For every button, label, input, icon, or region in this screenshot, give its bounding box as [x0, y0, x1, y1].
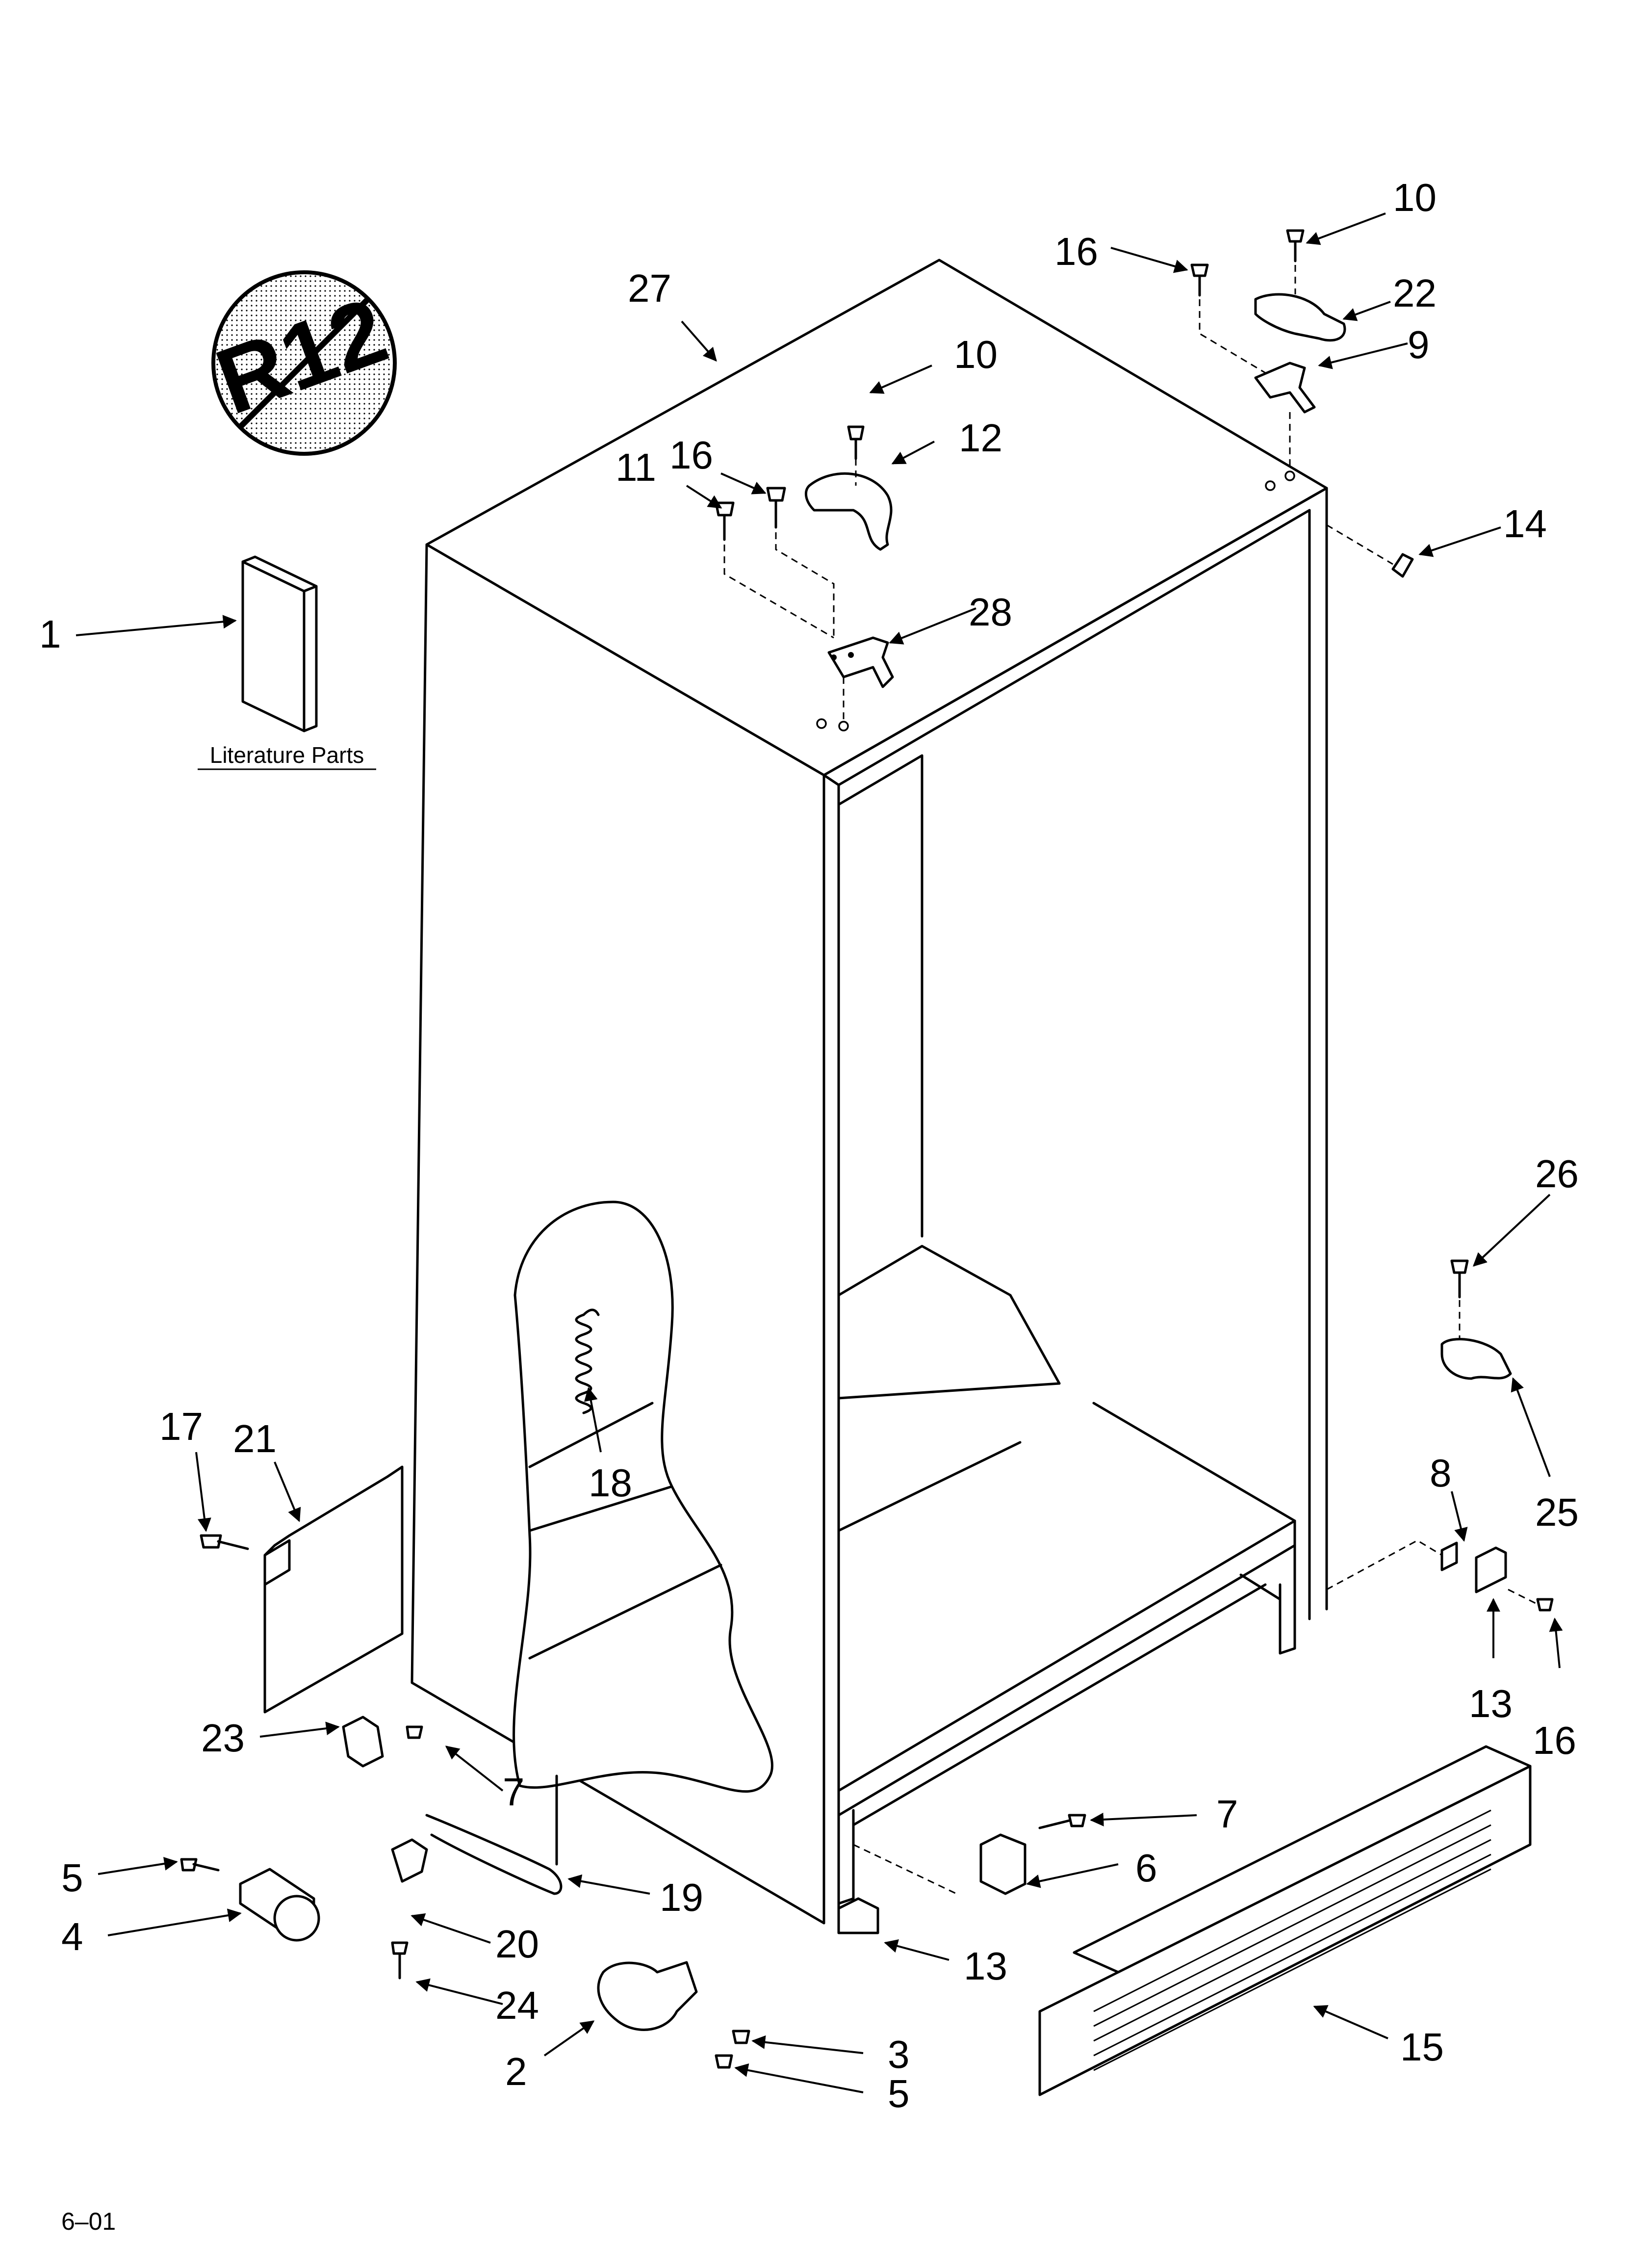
- callout-24: 24: [495, 1983, 539, 2027]
- callout-5-bottom: 5: [888, 2072, 910, 2115]
- callout-22: 22: [1393, 271, 1437, 315]
- callout-18: 18: [589, 1461, 632, 1505]
- callout-numbers: 1 27 10 12 11 16 28 10 16 22 9 14 26 25 …: [39, 176, 1579, 2115]
- callout-3: 3: [888, 2033, 910, 2076]
- callout-10-top-right: 10: [1393, 176, 1437, 219]
- callout-14: 14: [1503, 502, 1547, 546]
- callout-6: 6: [1135, 1846, 1157, 1890]
- callout-1: 1: [39, 612, 61, 656]
- callout-10-center: 10: [954, 333, 998, 376]
- no-r12-symbol: R12: [204, 270, 400, 456]
- callout-23: 23: [201, 1716, 245, 1760]
- callout-28: 28: [969, 590, 1012, 634]
- leader-lines: [76, 212, 1563, 2093]
- callout-17: 17: [159, 1405, 203, 1448]
- callout-27: 27: [628, 266, 671, 310]
- callout-11: 11: [616, 445, 656, 489]
- callout-13-bottom: 13: [964, 1944, 1007, 1988]
- door-closer-spring: [575, 1308, 600, 1414]
- literature-parts: Literature Parts: [198, 555, 376, 770]
- callout-13-right: 13: [1469, 1682, 1513, 1725]
- callout-5-left: 5: [61, 1856, 83, 1900]
- callout-16-top-right: 16: [1054, 230, 1098, 273]
- callout-16-lower-right: 16: [1533, 1719, 1576, 1762]
- callout-4: 4: [61, 1915, 83, 1958]
- callout-25: 25: [1535, 1490, 1579, 1534]
- callout-26: 26: [1535, 1152, 1579, 1196]
- refrigerator-cabinet: [410, 259, 1328, 1925]
- callout-7-left: 7: [503, 1770, 525, 1814]
- callout-16-top-center: 16: [669, 433, 713, 477]
- callout-7-right: 7: [1216, 1792, 1238, 1836]
- callout-15: 15: [1400, 2025, 1444, 2069]
- callout-9: 9: [1408, 323, 1430, 366]
- grille-slots: [1093, 1809, 1491, 2071]
- lower-right-hinge-assembly: [1326, 1259, 1554, 1612]
- callout-20: 20: [495, 1922, 539, 1966]
- top-right-hinge-assembly: [1190, 229, 1414, 578]
- callout-21: 21: [233, 1417, 277, 1460]
- lower-left-parts: [180, 1534, 750, 2069]
- callout-12: 12: [959, 416, 1002, 460]
- callout-8: 8: [1430, 1451, 1452, 1495]
- lower-front-parts: [837, 1745, 1532, 2096]
- revision-code: 6–01: [61, 2208, 116, 2235]
- literature-parts-label: Literature Parts: [210, 742, 364, 768]
- rear-access-panel: [263, 1465, 404, 1714]
- top-left-hinge-assembly: [715, 425, 894, 731]
- callout-19: 19: [660, 1876, 703, 1919]
- callout-2: 2: [505, 2050, 527, 2093]
